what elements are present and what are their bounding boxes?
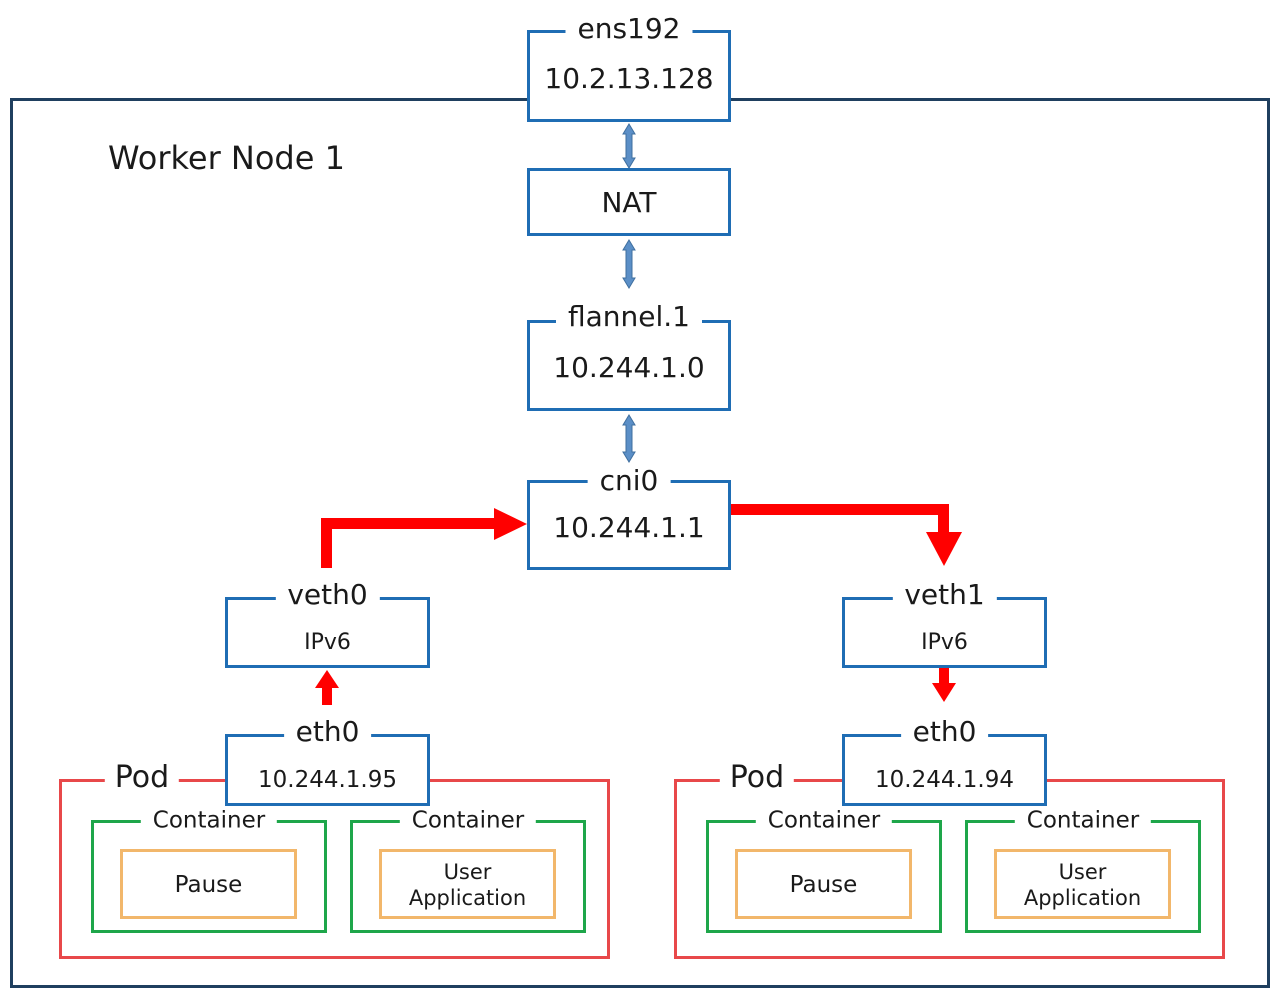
container-label: Container <box>140 809 278 833</box>
veth0-value: IPv6 <box>304 630 351 655</box>
application-label: Application <box>408 886 527 910</box>
user-label: User <box>443 860 492 884</box>
pod-left: Pod Container Pause Container User Appli… <box>59 763 610 959</box>
eth0-right-interface: eth0 10.244.1.94 <box>842 718 1047 806</box>
traffic-arrow-veth1-to-eth0 <box>932 668 956 702</box>
pause-process: Pause <box>735 849 912 919</box>
nat-label: NAT <box>601 186 657 219</box>
user-application-process: User Application <box>994 849 1171 919</box>
pause-label: Pause <box>789 872 858 898</box>
eth0-right-label: eth0 <box>900 718 989 746</box>
ens192-label: ens192 <box>565 15 693 43</box>
veth1-label: veth1 <box>892 581 997 609</box>
container-app-right: Container User Application <box>965 809 1201 933</box>
container-pause-left: Container Pause <box>91 809 327 933</box>
eth0-right-ip: 10.244.1.94 <box>875 767 1014 793</box>
cni0-label: cni0 <box>587 467 671 495</box>
user-label: User <box>1058 860 1107 884</box>
cni0-bridge: cni0 10.244.1.1 <box>527 467 731 570</box>
flannel-label: flannel.1 <box>555 303 703 331</box>
ens192-interface: ens192 10.2.13.128 <box>527 15 731 122</box>
pod-right-label: Pod <box>719 763 795 793</box>
cni0-ip: 10.244.1.1 <box>553 511 705 544</box>
veth1-value: IPv6 <box>921 630 968 655</box>
veth0-interface: veth0 IPv6 <box>225 581 430 668</box>
veth0-label: veth0 <box>275 581 380 609</box>
flannel-ip: 10.244.1.0 <box>553 351 705 384</box>
traffic-arrow-veth0-to-cni0 <box>321 508 527 568</box>
veth1-interface: veth1 IPv6 <box>842 581 1047 668</box>
user-application-process: User Application <box>379 849 556 919</box>
pod-right: Pod Container Pause Container User Appli… <box>674 763 1225 959</box>
link-arrow-ens192-nat <box>622 123 636 169</box>
traffic-arrow-cni0-to-veth1 <box>731 504 962 566</box>
container-label: Container <box>1014 809 1152 833</box>
container-pause-right: Container Pause <box>706 809 942 933</box>
container-label: Container <box>399 809 537 833</box>
pod-left-label: Pod <box>104 763 180 793</box>
container-label: Container <box>755 809 893 833</box>
flannel-interface: flannel.1 10.244.1.0 <box>527 303 731 411</box>
ens192-ip: 10.2.13.128 <box>544 62 714 95</box>
worker-node-title: Worker Node 1 <box>108 139 345 177</box>
container-app-left: Container User Application <box>350 809 586 933</box>
link-arrow-flannel-cni0 <box>622 414 636 463</box>
traffic-arrow-eth0-to-veth0 <box>315 670 339 705</box>
eth0-left-ip: 10.244.1.95 <box>258 767 397 793</box>
pause-process: Pause <box>120 849 297 919</box>
nat-box: NAT <box>527 168 731 236</box>
eth0-left-label: eth0 <box>283 718 372 746</box>
eth0-left-interface: eth0 10.244.1.95 <box>225 718 430 806</box>
link-arrow-nat-flannel <box>622 239 636 289</box>
pause-label: Pause <box>174 872 243 898</box>
application-label: Application <box>1023 886 1142 910</box>
